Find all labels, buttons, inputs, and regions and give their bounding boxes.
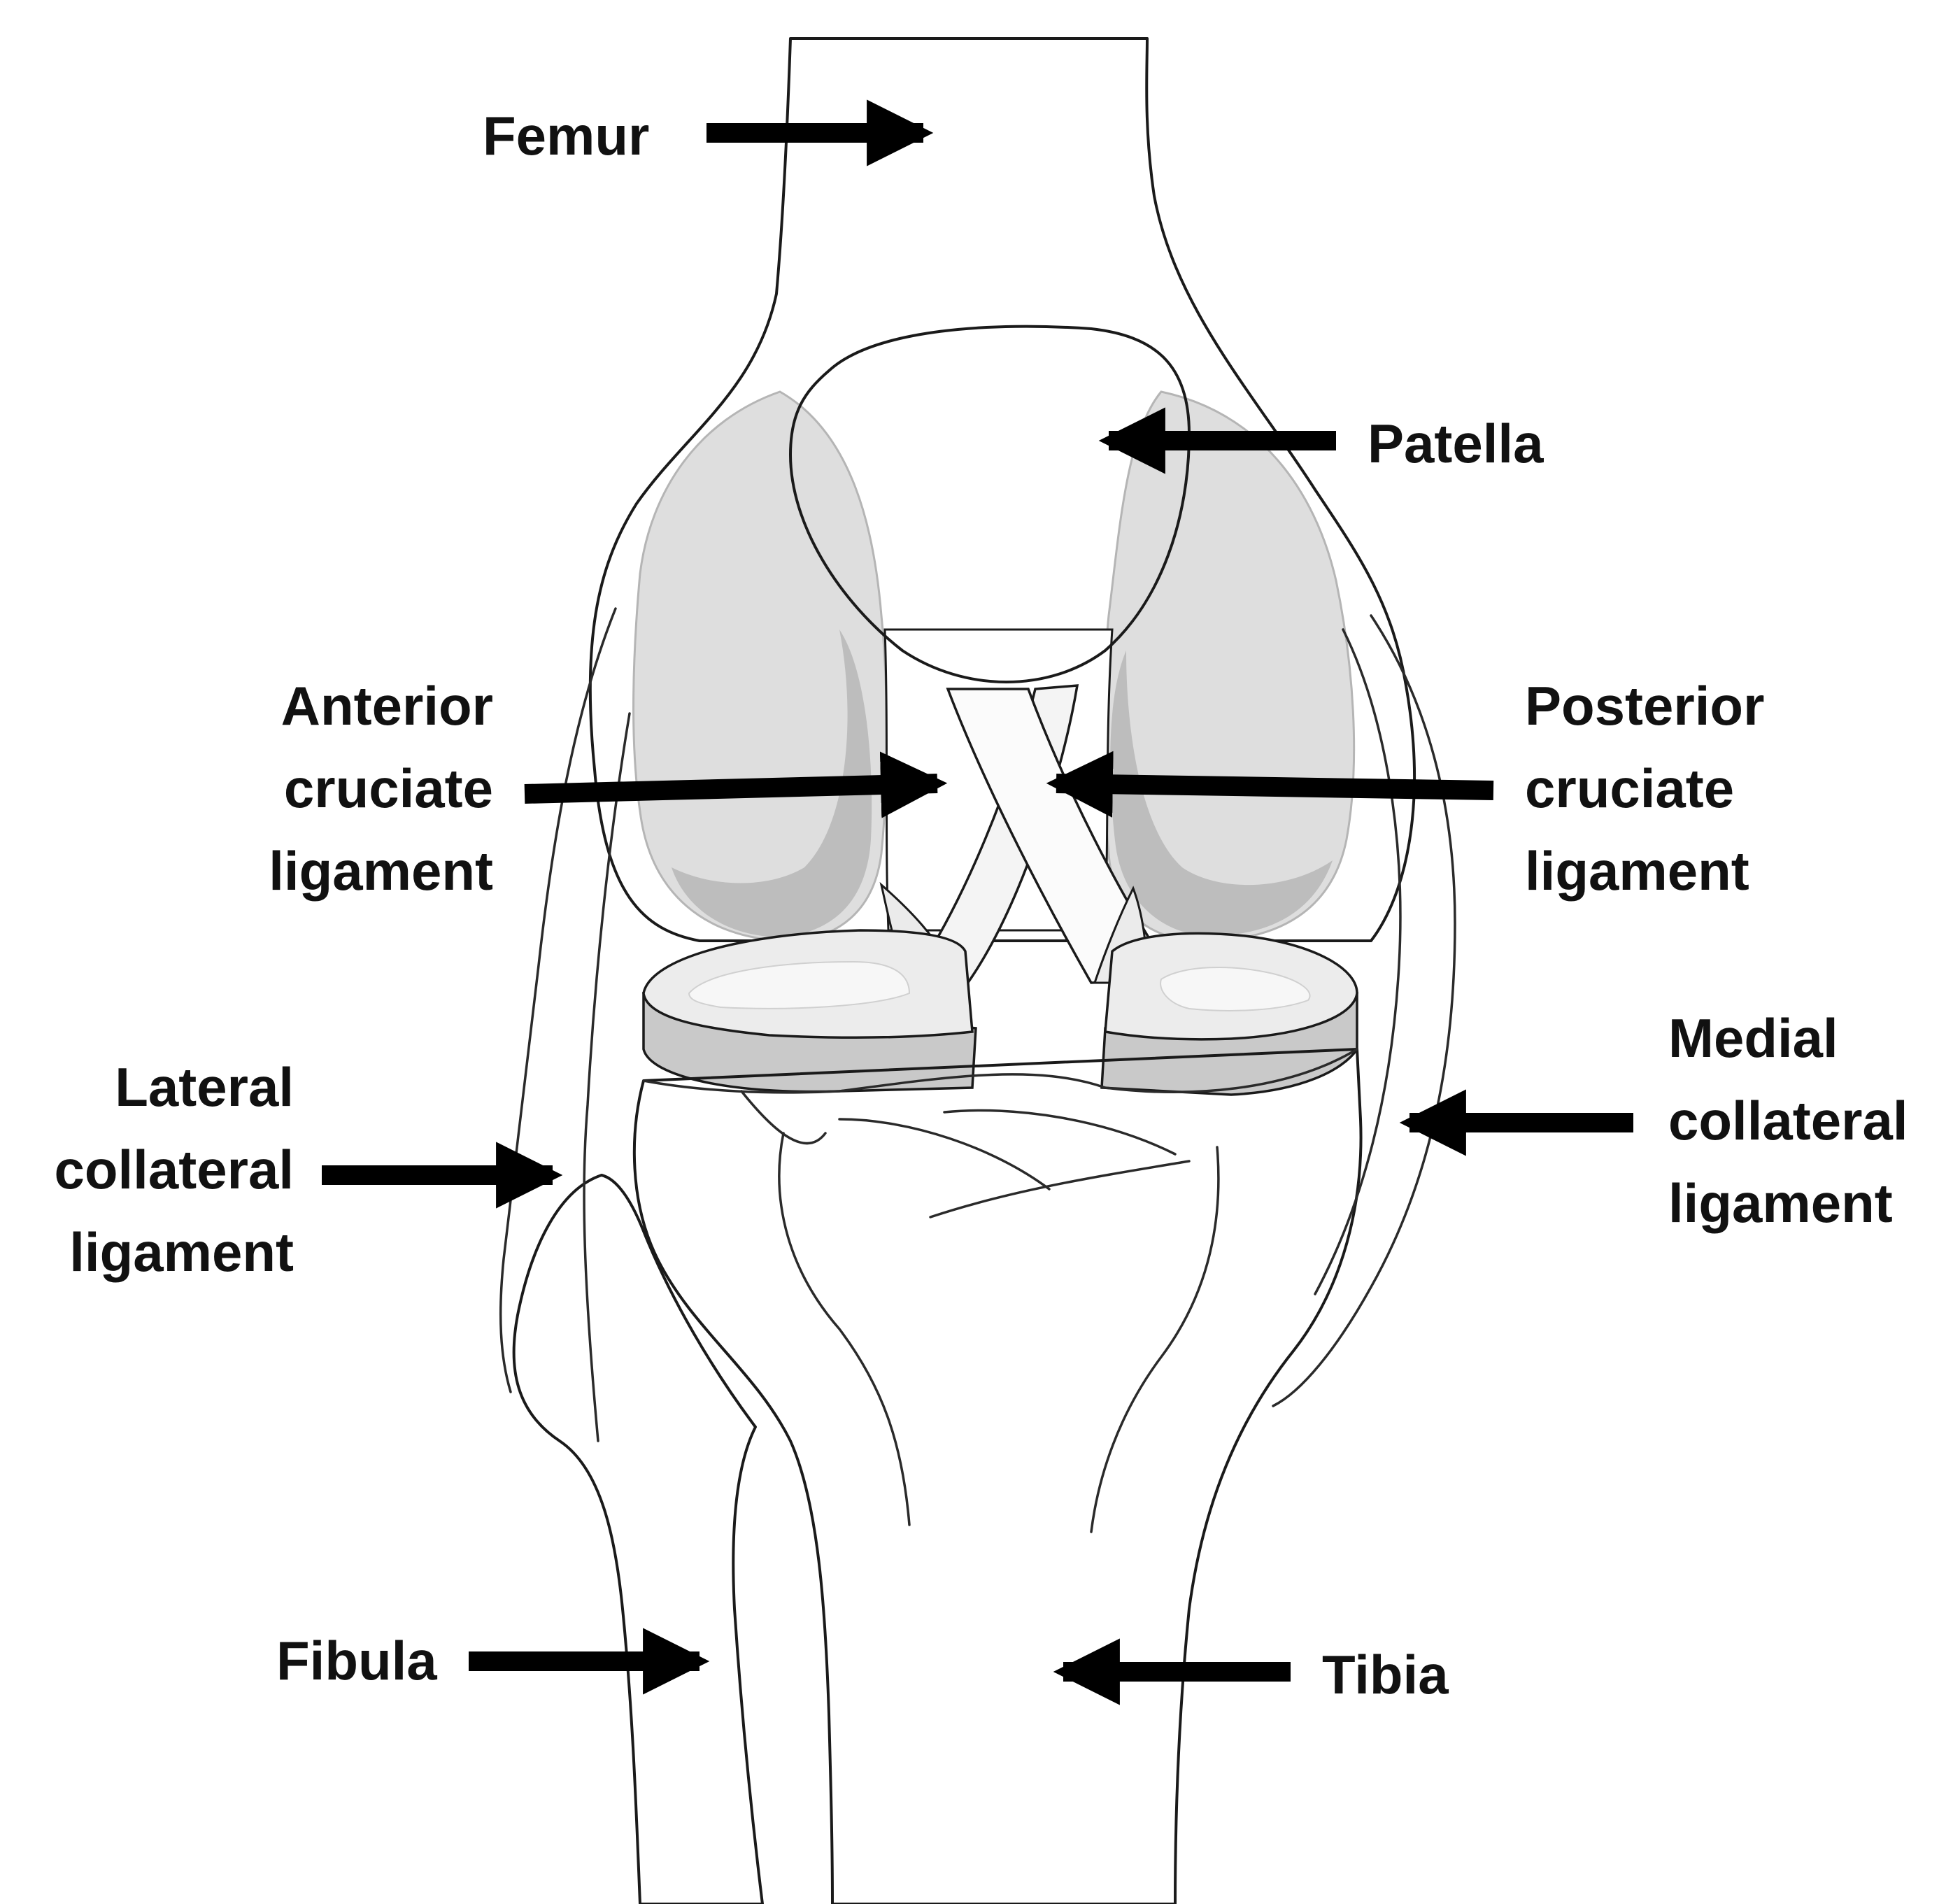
mcl-label-line-3: ligament	[1668, 1172, 1893, 1234]
acl-label-line-1: Anterior	[280, 675, 493, 737]
femur-label: Femur	[483, 105, 650, 166]
patella	[789, 325, 1191, 683]
tibia-contour-6	[740, 1090, 827, 1145]
lcl-label-line-2: collateral	[54, 1139, 294, 1200]
patella-label: Patella	[1368, 413, 1544, 474]
tibia-contour-4	[929, 1160, 1191, 1219]
lateral-meniscus-inner	[688, 960, 911, 1009]
acl-label-line-2: cruciate	[283, 758, 493, 819]
acl-label-line-3: ligament	[269, 840, 493, 902]
tibia-contour-1	[778, 1132, 911, 1526]
medial-collateral-ligament	[1272, 614, 1456, 1407]
pcl-label-line-2: cruciate	[1525, 758, 1735, 819]
acl-label: Anterior cruciate ligament	[210, 665, 493, 912]
tibia-contour-3	[943, 1109, 1177, 1156]
medial-collateral-ligament-2	[1314, 628, 1402, 1295]
femur	[588, 37, 1416, 942]
pcl-label: Posterior cruciate ligament	[1525, 665, 1764, 912]
pcl-label-line-1: Posterior	[1525, 675, 1765, 737]
medial-meniscus-inner	[1160, 967, 1311, 1011]
lcl-label: Lateral collateral ligament	[14, 1046, 294, 1293]
acl-arrow	[524, 751, 948, 818]
medial-condyle-shadow	[1110, 651, 1333, 937]
arrows	[322, 99, 1633, 1705]
fibula	[512, 1174, 764, 1904]
pcl-arrow	[1046, 751, 1494, 818]
pcl-label-line-3: ligament	[1525, 840, 1749, 902]
mcl-label-line-2: collateral	[1668, 1090, 1908, 1151]
lcl-label-line-1: Lateral	[115, 1056, 294, 1118]
lcl-label-line-3: ligament	[69, 1221, 294, 1283]
tibia-contour-2	[1090, 1146, 1220, 1533]
lateral-collateral-ligament-2	[583, 712, 631, 1442]
tibia-contour-5	[838, 1118, 1051, 1191]
mcl-label-line-1: Medial	[1668, 1007, 1838, 1069]
lateral-collateral-ligament	[499, 607, 617, 1393]
tibial-plateau-edge	[642, 1048, 1358, 1094]
tibia	[632, 1048, 1363, 1904]
tibia-label: Tibia	[1322, 1644, 1449, 1705]
fibula-label: Fibula	[276, 1630, 437, 1691]
mcl-label: Medial collateral ligament	[1668, 997, 1908, 1244]
lateral-condyle-shadow	[672, 630, 872, 937]
